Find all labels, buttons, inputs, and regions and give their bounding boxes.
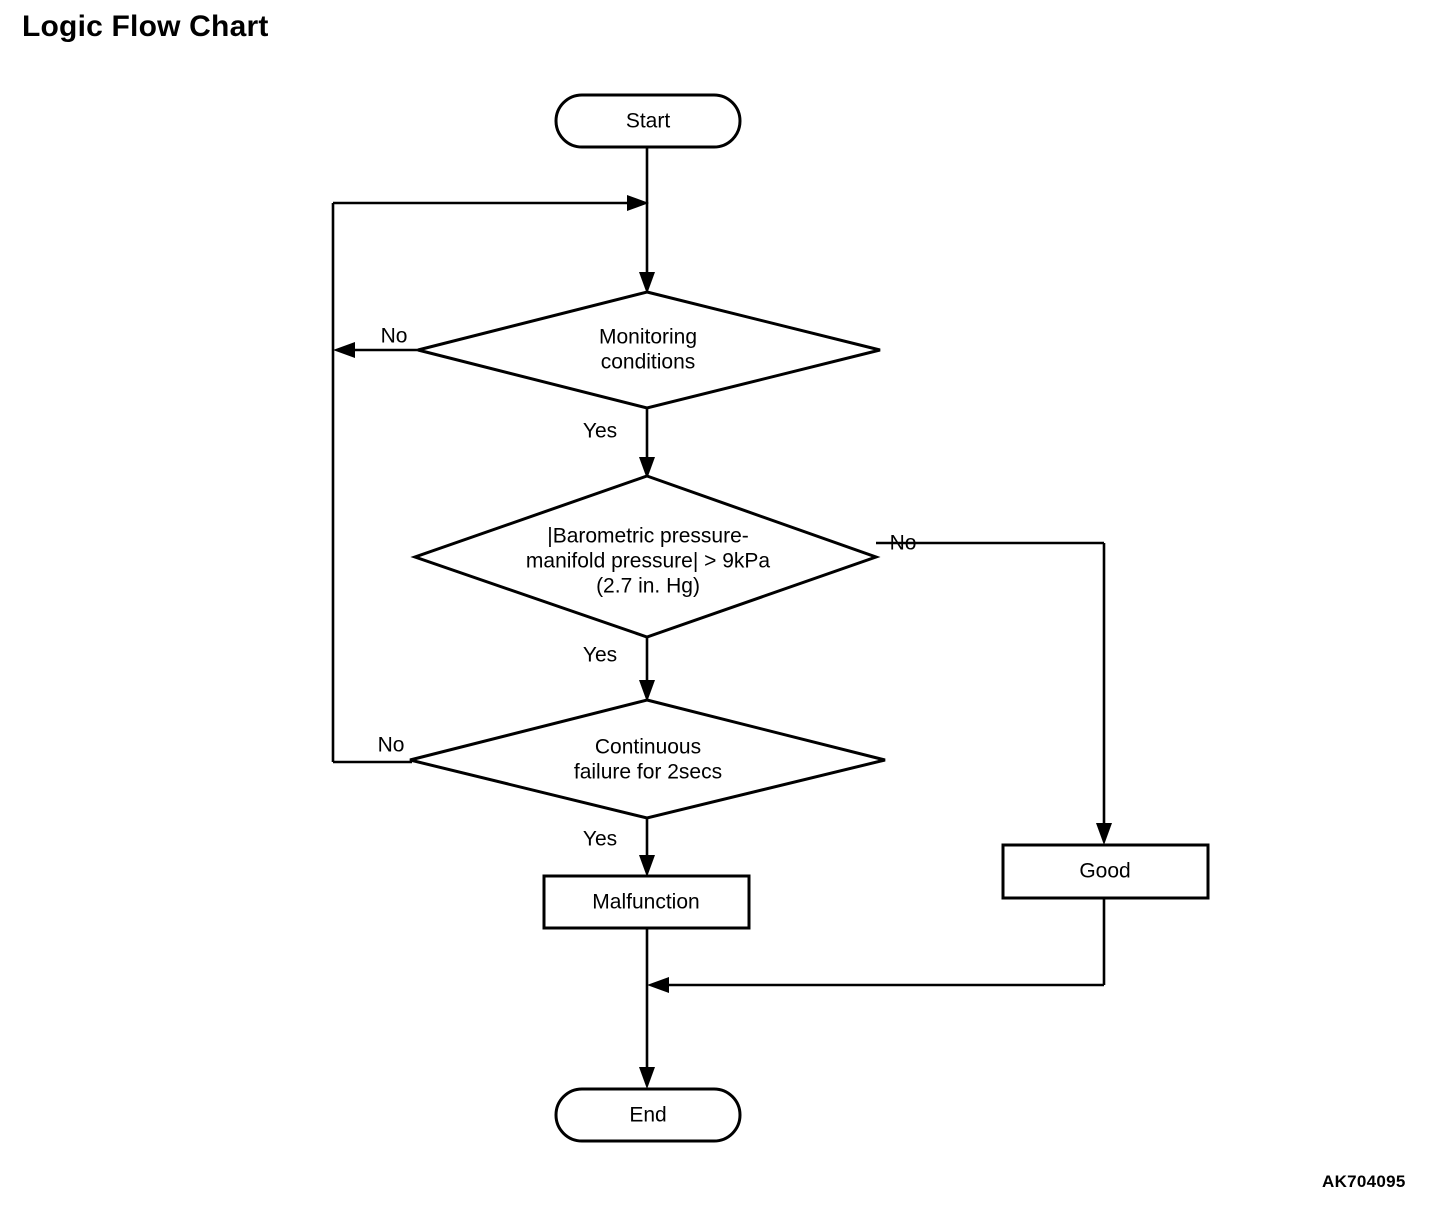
figure-code: AK704095	[1322, 1172, 1406, 1191]
node-continuous-failure[interactable]: Continuous failure for 2secs	[409, 698, 886, 820]
edge-monitoring-yes	[639, 408, 655, 479]
node-monitoring-conditions-line1: Monitoring	[599, 326, 697, 349]
edge-pressure-no	[876, 541, 1112, 845]
edge-label-monitoring-yes: Yes	[583, 420, 617, 443]
edge-monitoring-no	[333, 342, 418, 358]
node-start-label: Start	[626, 110, 671, 133]
node-continuous-failure-line2: failure for 2secs	[574, 761, 722, 784]
node-start[interactable]: Start	[554, 93, 742, 149]
page-title: Logic Flow Chart	[22, 10, 269, 43]
arrow-head-icon	[1096, 823, 1112, 845]
edge-continuous-yes	[639, 818, 655, 877]
edge-start-to-monitoring	[639, 147, 655, 294]
node-monitoring-conditions[interactable]: Monitoring conditions	[417, 290, 881, 410]
edge-malfunction-to-end	[639, 928, 655, 1089]
arrow-head-icon	[639, 272, 655, 294]
node-pressure-threshold-line1: |Barometric pressure-	[547, 525, 749, 548]
arrow-head-icon	[639, 680, 655, 702]
edge-label-continuous-no: No	[378, 734, 405, 757]
edge-label-pressure-yes: Yes	[583, 644, 617, 667]
arrow-head-icon	[639, 1067, 655, 1089]
edge-label-continuous-yes: Yes	[583, 828, 617, 851]
edge-pressure-yes	[639, 637, 655, 702]
arrow-head-icon	[647, 977, 669, 993]
node-monitoring-conditions-line2: conditions	[601, 351, 696, 374]
node-pressure-threshold-line3: (2.7 in. Hg)	[596, 575, 700, 598]
node-pressure-threshold[interactable]: |Barometric pressure- manifold pressure|…	[410, 474, 881, 639]
edge-loop-back-spine	[331, 195, 649, 762]
arrow-head-icon	[333, 342, 355, 358]
node-pressure-threshold-line2: manifold pressure| > 9kPa	[526, 550, 770, 573]
node-end-label: End	[629, 1104, 666, 1127]
arrow-head-icon	[639, 855, 655, 877]
edge-label-pressure-no: No	[890, 532, 917, 555]
arrow-head-icon	[639, 457, 655, 479]
node-malfunction[interactable]: Malfunction	[542, 874, 751, 930]
edge-label-monitoring-no: No	[381, 325, 408, 348]
node-malfunction-label: Malfunction	[592, 891, 699, 914]
node-good-label: Good	[1079, 860, 1130, 883]
node-good[interactable]: Good	[1001, 843, 1210, 900]
node-end[interactable]: End	[554, 1087, 742, 1143]
edge-good-to-end	[647, 899, 1106, 993]
node-continuous-failure-line1: Continuous	[595, 736, 701, 759]
arrow-head-icon	[627, 195, 649, 211]
